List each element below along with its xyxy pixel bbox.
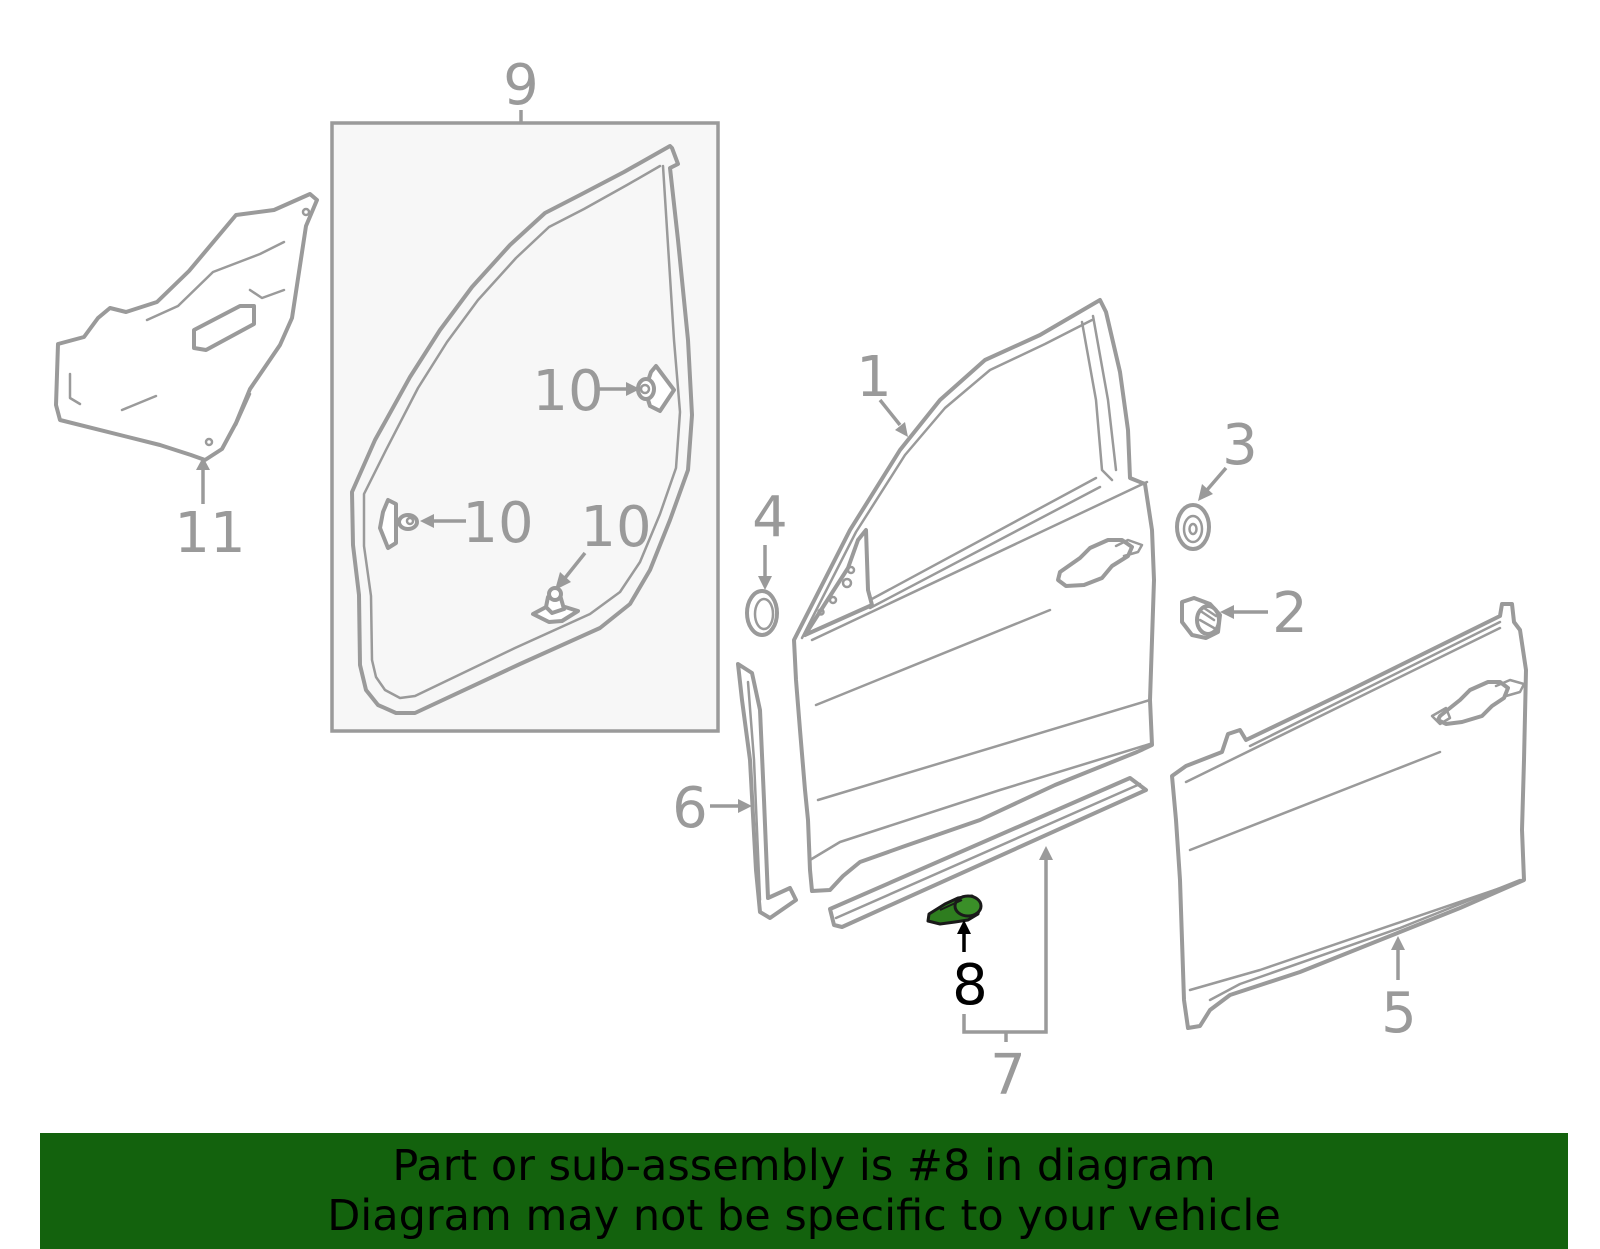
callout-8: 8: [952, 953, 988, 1018]
part-10-clip-lower[interactable]: [531, 586, 580, 624]
callout-5: 5: [1381, 981, 1417, 1046]
part-2-bumper[interactable]: [1180, 596, 1222, 640]
part-8-molding-clip[interactable]: [926, 894, 983, 926]
leader-lines: [196, 110, 1405, 1042]
callout-3: 3: [1222, 413, 1258, 478]
part-9-door-weatherstrip[interactable]: [350, 144, 694, 715]
callout-7: 7: [990, 1043, 1026, 1108]
callout-10-upper: 10: [532, 359, 603, 424]
part-10-clip-left[interactable]: [378, 498, 419, 550]
part-5-door-skin[interactable]: [1170, 602, 1528, 1030]
part-7-door-molding[interactable]: [828, 776, 1148, 929]
part-4-grommet[interactable]: [745, 589, 779, 637]
part-11-fender-shield[interactable]: [54, 192, 319, 462]
callout-6: 6: [672, 776, 708, 841]
part-info-banner: Part or sub-assembly is #8 in diagram Di…: [40, 1133, 1568, 1249]
banner-line-disclaimer: Diagram may not be specific to your vehi…: [327, 1191, 1281, 1241]
part-1-door-shell[interactable]: [792, 298, 1156, 893]
callout-11: 11: [174, 501, 245, 566]
callout-4: 4: [752, 485, 788, 550]
banner-line-part: Part or sub-assembly is #8 in diagram: [392, 1141, 1216, 1191]
callout-2: 2: [1272, 581, 1308, 646]
part-6-sash-molding[interactable]: [736, 662, 798, 920]
part-10-clip-upper[interactable]: [636, 364, 676, 413]
callout-labels: 9 11 10 10 10 1 4 3 2 6 8 7 5: [174, 53, 1416, 1108]
part-9-weatherstrip-box: [330, 121, 720, 733]
callout-9: 9: [503, 53, 539, 118]
callout-1: 1: [856, 345, 892, 410]
callout-10-left: 10: [462, 491, 533, 556]
part-3-plug[interactable]: [1175, 503, 1211, 551]
callout-10-lower: 10: [580, 495, 651, 560]
